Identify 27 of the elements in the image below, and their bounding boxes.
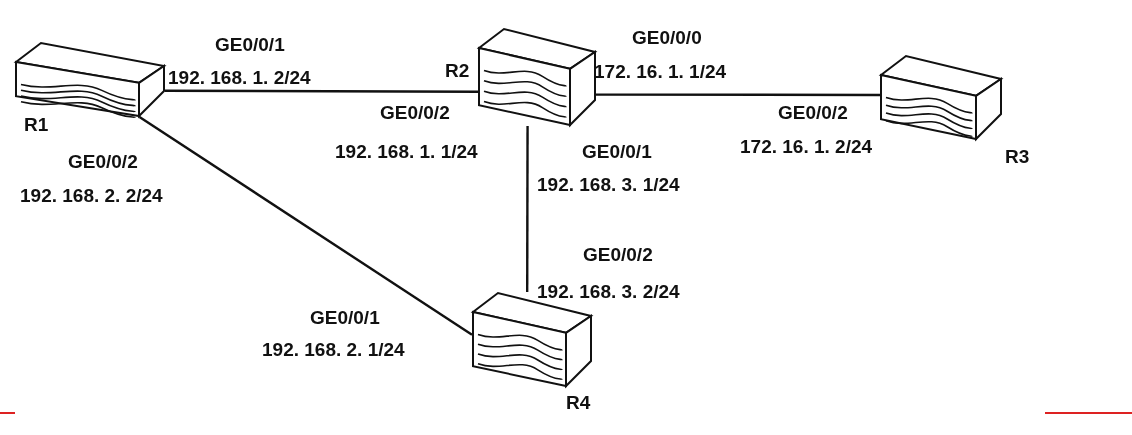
ip-address: 172. 16. 1. 1/24: [594, 61, 727, 83]
ip-address: 192. 168. 2. 2/24: [20, 185, 163, 207]
interface-name: GE0/0/1: [582, 141, 652, 163]
router-drawing: [478, 28, 596, 126]
router-name: R2: [445, 60, 470, 82]
connection-line: [596, 93, 880, 97]
ip-address: 192. 168. 2. 1/24: [262, 339, 405, 361]
interface-name: GE0/0/2: [68, 151, 138, 173]
connection-line: [165, 89, 478, 93]
connection-line: [526, 126, 529, 292]
router-name: R4: [566, 392, 591, 414]
ip-address: 192. 168. 3. 1/24: [537, 174, 680, 196]
router-drawing: [880, 55, 1002, 140]
interface-name: GE0/0/2: [583, 244, 653, 266]
ip-address: 192. 168. 3. 2/24: [537, 281, 680, 303]
ip-address: 192. 168. 1. 1/24: [335, 141, 478, 163]
connection-line: [138, 116, 473, 336]
ip-address: 172. 16. 1. 2/24: [740, 136, 873, 158]
interface-name: GE0/0/0: [632, 27, 702, 49]
router-name: R1: [24, 114, 49, 136]
interface-name: GE0/0/1: [310, 307, 380, 329]
ip-address: 192. 168. 1. 2/24: [168, 67, 311, 89]
router-name: R3: [1005, 146, 1030, 168]
interface-name: GE0/0/2: [778, 102, 848, 124]
interface-name: GE0/0/2: [380, 102, 450, 124]
interface-name: GE0/0/1: [215, 34, 285, 56]
router-drawing: [15, 42, 165, 117]
